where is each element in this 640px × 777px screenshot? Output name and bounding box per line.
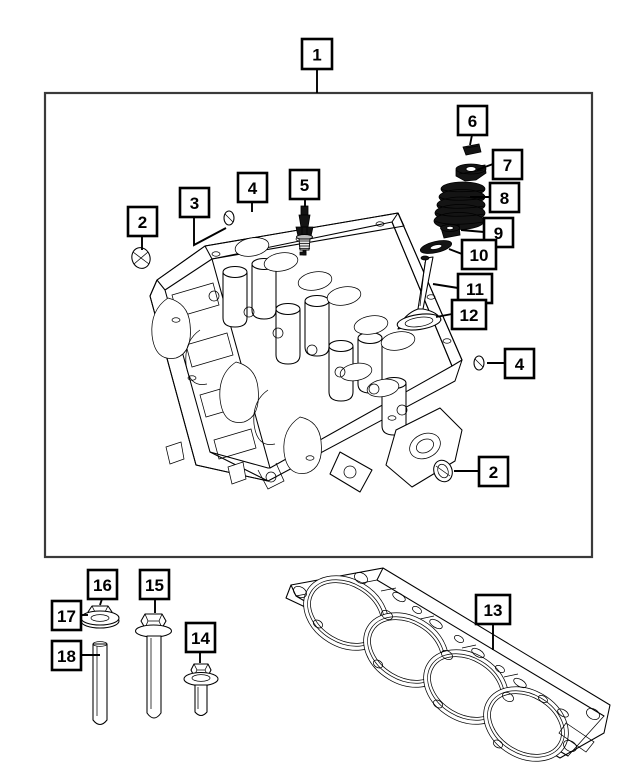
callout-number: 15: [145, 576, 164, 595]
callout-18-stud-shank[interactable]: 18: [50, 639, 83, 672]
callout-number: 10: [470, 246, 489, 265]
lash-adjuster-bosses: [208, 290, 408, 416]
exhaust-valve: [396, 308, 442, 331]
plug-cup-upper: [131, 247, 151, 269]
gasket-bolt-holes: [293, 572, 600, 752]
callout-7-spring-retainer[interactable]: 7: [491, 148, 524, 181]
callout-number: 11: [466, 280, 484, 299]
callout-2-plug-cup-lower[interactable]: 2: [477, 455, 510, 488]
callout-box: [288, 168, 321, 201]
valve-spring-seat: [419, 240, 453, 254]
spring-retainer: [455, 163, 487, 182]
callout-box: [474, 593, 512, 626]
callout-leaders: [81, 69, 505, 663]
callout-1-cylinder-head-assembly-frame[interactable]: 1: [300, 37, 334, 71]
valve-keeper: [462, 143, 482, 156]
callout-box: [86, 568, 119, 601]
callout-number: 4: [515, 355, 525, 374]
callout-box: [184, 621, 217, 654]
callout-box: [460, 238, 498, 271]
bolt-long-hex: [134, 613, 173, 719]
callout-17-stud-washer[interactable]: 17: [50, 599, 83, 632]
gasket-passages: [380, 587, 569, 718]
valve-stem-seal: [440, 224, 461, 239]
callout-box: [456, 104, 489, 137]
callout-11-intake-valve[interactable]: 11: [456, 272, 494, 305]
callout-5-spark-plug[interactable]: 5: [288, 168, 321, 201]
callout-number: 17: [57, 607, 76, 626]
valve-spring: [433, 181, 486, 230]
callout-box: [450, 298, 488, 331]
callout-15-bolt-long-hex[interactable]: 15: [138, 568, 171, 601]
callout-number: 4: [248, 179, 258, 198]
callout-box: [300, 37, 334, 71]
callout-2-plug-cup-upper[interactable]: 2: [126, 205, 159, 238]
callout-number: 14: [191, 629, 210, 648]
callout-number: 9: [494, 224, 503, 243]
cylinder-head-assembly-frame: [43, 91, 594, 559]
callout-box: [50, 599, 83, 632]
callout-number: 18: [57, 647, 76, 666]
callout-number: 8: [500, 189, 509, 208]
callout-number: 12: [460, 306, 479, 325]
cylinder-head: [149, 212, 463, 493]
deck-chamber-openings: [234, 237, 416, 398]
callout-14-bolt-short-flange[interactable]: 14: [184, 621, 217, 654]
callout-box: [456, 272, 494, 305]
callout-number: 2: [138, 213, 147, 232]
callout-box: [138, 568, 171, 601]
bolt-short-flange: [183, 663, 219, 717]
callout-16-stud-nut[interactable]: 16: [86, 568, 119, 601]
cylinder-head-gasket: [285, 567, 611, 762]
intake-ports: [151, 297, 322, 474]
callout-13-cylinder-head-gasket[interactable]: 13: [474, 593, 512, 626]
dowel-pin-upper: [223, 210, 235, 226]
callout-box: [236, 171, 269, 204]
callout-box: [50, 639, 83, 672]
callout-6-valve-keeper[interactable]: 6: [456, 104, 489, 137]
callout-12-exhaust-valve[interactable]: 12: [450, 298, 488, 331]
callout-4-dowel-pin-lower[interactable]: 4: [503, 347, 536, 380]
callout-number: 3: [190, 194, 199, 213]
callout-number: 2: [489, 463, 498, 482]
spark-plug: [295, 205, 314, 256]
callout-box: [178, 186, 211, 219]
valve-guide-towers: [222, 257, 407, 436]
callout-number: 16: [93, 576, 112, 595]
callout-box: [477, 455, 510, 488]
callout-number: 7: [503, 156, 512, 175]
callout-8-valve-spring[interactable]: 8: [488, 181, 521, 214]
head-front-stubs: [165, 441, 247, 485]
callout-box: [491, 148, 524, 181]
callout-number: 5: [300, 176, 309, 195]
stud-shank: [92, 641, 108, 726]
callout-box: [488, 181, 521, 214]
callout-number: 1: [312, 46, 321, 65]
plug-cup-lower: [433, 459, 453, 483]
callout-box: [126, 205, 159, 238]
callout-3-cylinder-head[interactable]: 3: [178, 186, 211, 219]
callout-number: 6: [468, 112, 477, 131]
callout-10-valve-spring-seat[interactable]: 10: [460, 238, 498, 271]
callout-4-dowel-pin-upper[interactable]: 4: [236, 171, 269, 204]
stud-washer: [80, 610, 120, 629]
dowel-pin-lower: [473, 355, 485, 371]
callout-number: 13: [484, 601, 503, 620]
callout-box: [503, 347, 536, 380]
